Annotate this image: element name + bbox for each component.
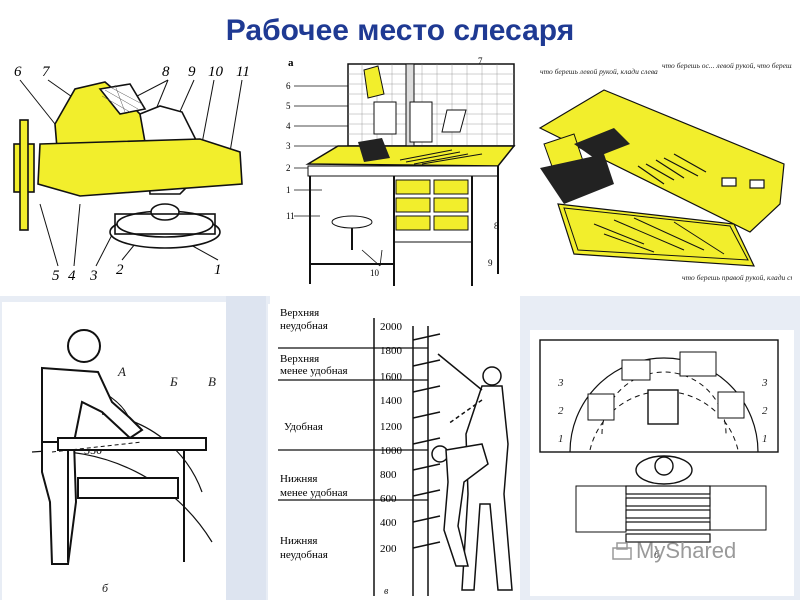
- workbench-label: 10: [370, 268, 380, 278]
- workbench-label: 11: [286, 211, 295, 221]
- workbench-letter: а: [288, 57, 294, 69]
- zone-top-uncomfortable-1: Верхняя: [280, 307, 319, 319]
- vise-label-bottom: 1: [214, 262, 222, 278]
- plan-drawing: 3 2 1 3 2 1 б: [539, 339, 779, 561]
- plan-label-left-2: 2: [558, 405, 564, 417]
- scale-1000: 1000: [380, 445, 403, 457]
- layout-note-right: что берешь правой рукой, клади справа: [682, 273, 792, 282]
- workbench-label: 8: [494, 221, 499, 231]
- scale-1400: 1400: [380, 395, 403, 407]
- vise-label-top: 9: [188, 64, 196, 80]
- layout-drawing: что берешь левой рукой, клади слева что …: [538, 61, 792, 282]
- workbench-label: 5: [286, 101, 291, 111]
- scale-600: 600: [380, 493, 397, 505]
- scale-200: 200: [380, 543, 397, 555]
- workbench-drawing: а 6 5 4 3 2 1 11 7 8 9 10: [286, 56, 516, 286]
- vise-label-bottom: 2: [116, 262, 124, 278]
- worker-panel: А Б В 350 б: [2, 302, 226, 600]
- plan-letter: б: [654, 550, 660, 561]
- zone-top-less-2: менее удобная: [280, 365, 348, 377]
- scale-400: 400: [380, 517, 397, 529]
- scale-1800: 1800: [380, 345, 403, 357]
- workbench-label: 2: [286, 163, 291, 173]
- plan-label-right-2: 2: [762, 405, 768, 417]
- vise-label-top: 10: [208, 64, 224, 80]
- vise-label-top: 8: [162, 64, 170, 80]
- zone-bottom-uncomfortable-1: Нижняя: [280, 535, 317, 547]
- page-title: Рабочее место слесаря: [225, 14, 575, 47]
- zone-label-a: А: [117, 364, 126, 379]
- vise-label-bottom: 5: [52, 268, 60, 284]
- zone-bottom-uncomfortable-2: неудобная: [280, 549, 328, 561]
- zone-comfortable: Удобная: [284, 421, 323, 433]
- workbench-label: 7: [478, 56, 483, 66]
- zone-label-b: Б: [169, 374, 178, 389]
- zone-bottom-less-2: менее удобная: [280, 487, 348, 499]
- vise-label-bottom: 4: [68, 268, 76, 284]
- vise-label-top: 6: [14, 64, 22, 80]
- background-block-mid: [226, 296, 266, 600]
- zone-label-v: В: [208, 374, 216, 389]
- workbench-panel: а 6 5 4 3 2 1 11 7 8 9 10: [282, 54, 522, 294]
- worker-letter: б: [102, 581, 109, 595]
- workbench-label: 6: [286, 81, 291, 91]
- layout-note-left: что берешь левой рукой, клади слева: [540, 67, 658, 76]
- plan-label-left-3: 3: [557, 377, 564, 389]
- heights-drawing: Верхняя неудобная Верхняя менее удобная …: [278, 307, 513, 597]
- zone-top-less-1: Верхняя: [280, 353, 319, 365]
- vise-drawing: 6 7 8 9 10 11 5 4 3 2 1: [13, 64, 250, 284]
- scale-1200: 1200: [380, 421, 403, 433]
- plan-label-right-1: 1: [762, 433, 768, 445]
- scale-800: 800: [380, 469, 397, 481]
- zone-top-uncomfortable-2: неудобная: [280, 320, 328, 332]
- vise-label-top: 11: [236, 64, 250, 80]
- heights-panel: Верхняя неудобная Верхняя менее удобная …: [268, 304, 520, 600]
- zone-bottom-less-1: Нижняя: [280, 473, 317, 485]
- layout-note-mid: что берешь ос... левой рукой, что берешь…: [662, 61, 792, 70]
- watermark-text: MyShared: [636, 538, 737, 563]
- scale-2000: 2000: [380, 321, 403, 333]
- vise-label-top: 7: [42, 64, 51, 80]
- workbench-label: 1: [286, 185, 291, 195]
- plan-panel: 3 2 1 3 2 1 б: [530, 330, 794, 596]
- heights-letter: в: [384, 586, 389, 597]
- worker-drawing: А Б В 350 б: [31, 329, 216, 595]
- plan-label-left-1: 1: [558, 433, 564, 445]
- watermark-icon: [612, 542, 632, 560]
- plan-label-right-3: 3: [761, 377, 768, 389]
- workbench-label: 3: [286, 141, 291, 151]
- layout-panel: что берешь левой рукой, клади слева что …: [534, 54, 792, 294]
- workbench-label: 4: [286, 121, 291, 131]
- workbench-label: 9: [488, 258, 493, 268]
- vise-panel: 6 7 8 9 10 11 5 4 3 2 1: [0, 54, 270, 294]
- vise-label-bottom: 3: [89, 268, 98, 284]
- scale-1600: 1600: [380, 371, 403, 383]
